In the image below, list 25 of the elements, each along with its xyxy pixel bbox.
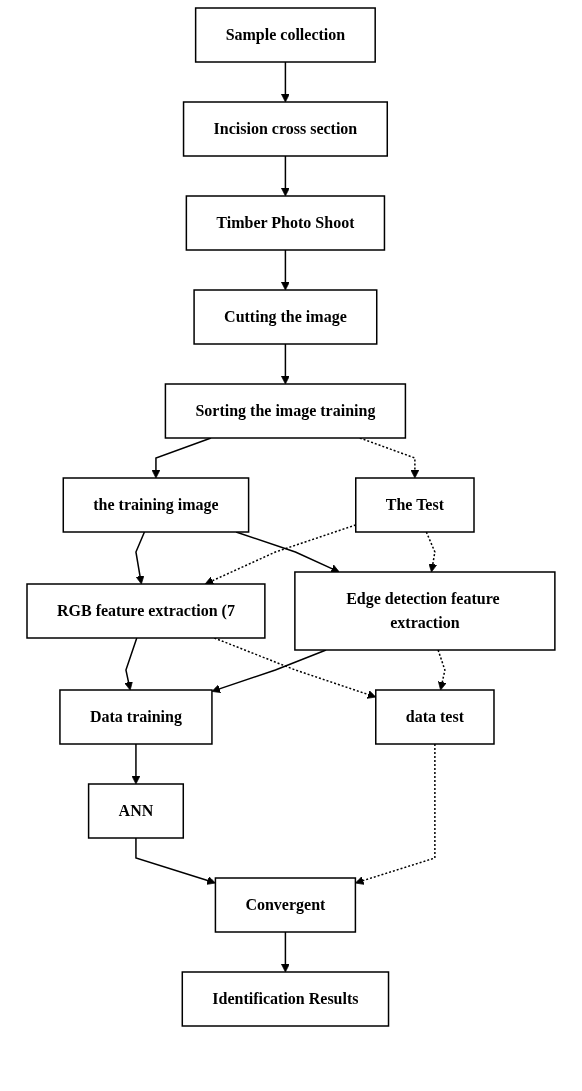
node-box: The Test: [355, 477, 475, 533]
node-box: Sorting the image training: [164, 383, 407, 439]
arrow: [281, 249, 290, 291]
arrow: [281, 343, 290, 385]
node-box: Incision cross section: [182, 101, 389, 157]
arrow: [135, 531, 146, 585]
node-box: Cutting the image: [193, 289, 378, 345]
node-box: Timber Photo Shoot: [185, 195, 386, 251]
arrow: [131, 743, 141, 785]
arrow: [437, 649, 447, 691]
arrow: [281, 61, 290, 103]
node-box: RGB feature extraction (7: [26, 583, 266, 639]
arrow: [425, 531, 438, 573]
arrow: [281, 155, 290, 197]
node-box: Data training: [59, 689, 213, 745]
node-box: data test: [375, 689, 495, 745]
node-box: the training image: [62, 477, 250, 533]
node-box: ANN: [87, 783, 185, 839]
arrow: [124, 637, 138, 691]
node-box: Identification Results: [181, 971, 390, 1027]
node-box: Sample collection: [194, 7, 376, 63]
arrow: [135, 837, 216, 885]
arrow: [281, 931, 290, 973]
node-box: Edge detection feature extraction: [294, 571, 556, 651]
node-box: Convergent: [214, 877, 357, 933]
